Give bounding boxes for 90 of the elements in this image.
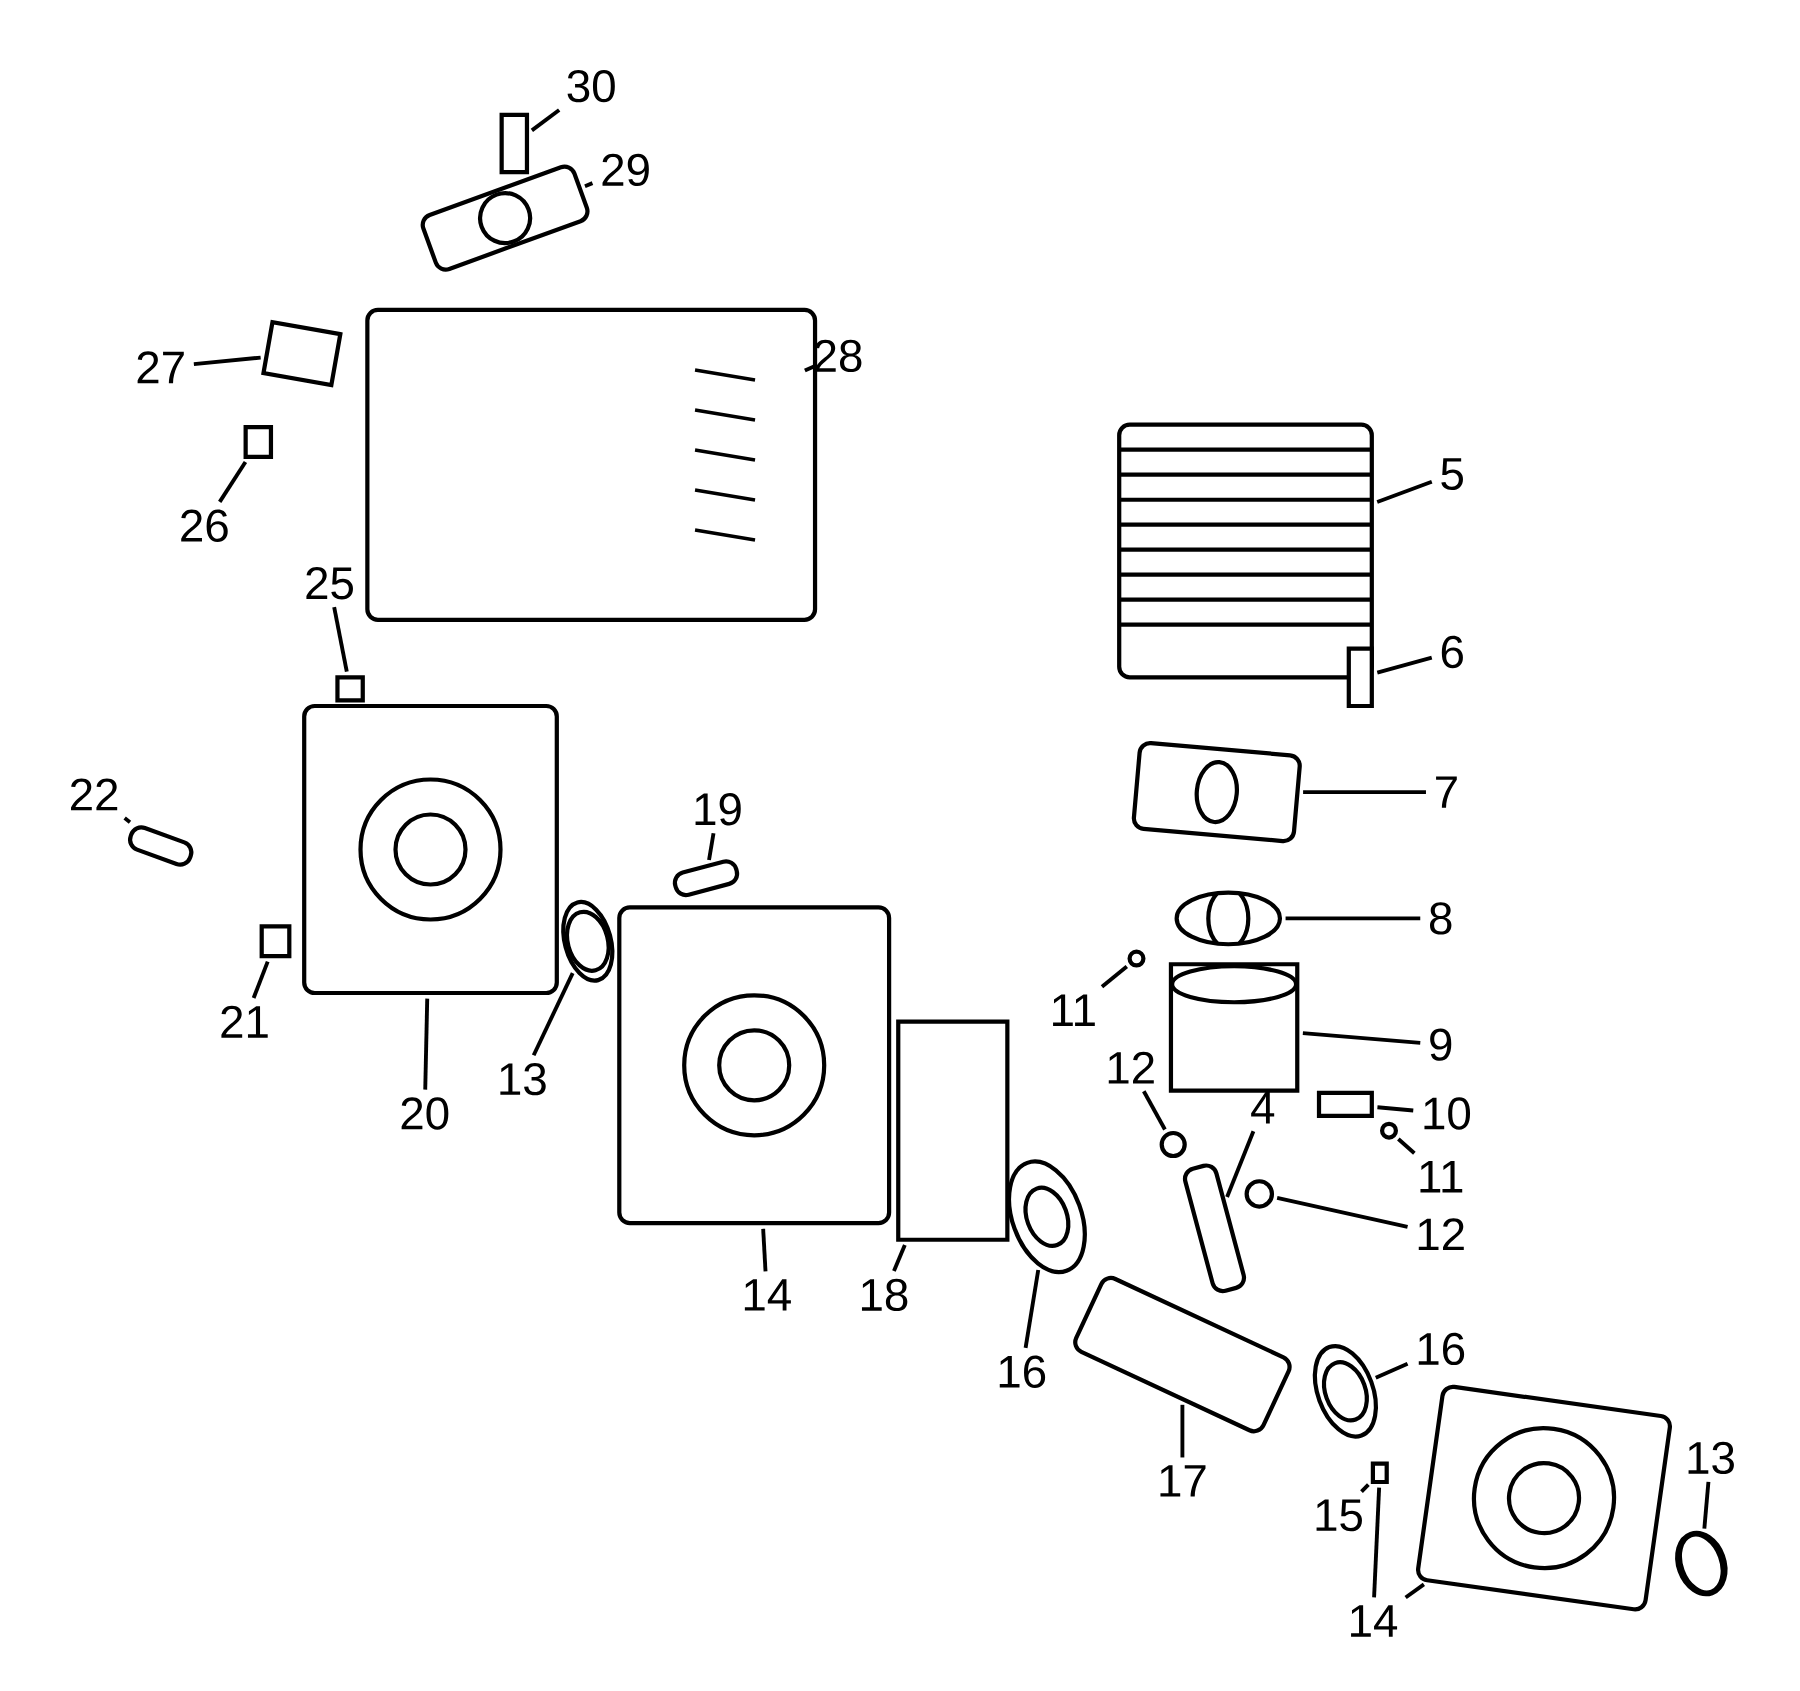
leader-line <box>423 998 430 1090</box>
piston-pin-drawing <box>1316 1090 1374 1118</box>
leader-line <box>123 816 132 824</box>
screw-drawing <box>259 924 292 959</box>
callout-number: 10 <box>1424 1097 1471 1130</box>
bolt-drawing <box>128 825 194 867</box>
callout-number: 21 <box>221 1005 268 1038</box>
leader-line <box>804 364 815 373</box>
leader-line <box>761 1228 768 1272</box>
seal-drawing <box>1675 1530 1728 1597</box>
leader-line <box>1404 1582 1426 1600</box>
leader-line <box>531 972 575 1057</box>
callout-number: 4 <box>1251 1092 1275 1124</box>
leader-line <box>1302 1031 1421 1045</box>
callout-number: 12 <box>1418 1218 1464 1251</box>
leader-line <box>1276 1195 1408 1229</box>
callout-number: 6 <box>1441 635 1463 669</box>
callout-number: 11 <box>1420 1161 1463 1193</box>
callout-number: 9 <box>1430 1028 1452 1061</box>
clip-drawing <box>1380 1121 1398 1140</box>
callout-number: 27 <box>137 351 184 384</box>
engine-shroud-drawing <box>365 307 818 622</box>
connecting-rod-drawing <box>1182 1163 1247 1294</box>
leader-line <box>1372 1487 1382 1598</box>
callout-number: 19 <box>695 793 741 826</box>
leader-line <box>218 460 248 503</box>
callout-number: 30 <box>567 69 615 103</box>
leader-line <box>1702 1481 1711 1529</box>
callout-number: 12 <box>1108 1051 1154 1084</box>
window-drawing <box>261 319 343 388</box>
callout-number: 16 <box>999 1355 1046 1388</box>
leader-line <box>1285 916 1421 921</box>
leader-line <box>1180 1404 1185 1458</box>
leader-line <box>1023 1269 1041 1349</box>
callout-number: 28 <box>814 339 862 373</box>
leader-line <box>1100 964 1129 989</box>
leader-line <box>707 832 716 861</box>
leader-line <box>1397 1137 1416 1155</box>
leader-line <box>193 355 261 366</box>
crankshaft-drawing <box>1073 1275 1292 1434</box>
callout-number: 17 <box>1160 1465 1206 1497</box>
ball-bearing-drawing <box>1312 1344 1378 1439</box>
screw-drawing <box>243 425 274 460</box>
leader-line <box>1303 790 1426 795</box>
crankcase-drawing <box>1416 1384 1672 1612</box>
leader-line <box>1360 1483 1370 1493</box>
callout-number: 13 <box>500 1062 546 1096</box>
leader-line <box>584 181 594 188</box>
piston-drawing <box>1168 962 1300 1093</box>
callout-number: 7 <box>1436 776 1457 808</box>
callout-number: 8 <box>1430 902 1452 935</box>
callout-number: 5 <box>1441 458 1463 491</box>
gasket-drawing <box>896 1019 1010 1242</box>
callout-number: 11 <box>1053 994 1095 1026</box>
bearing-drawing <box>1244 1179 1275 1209</box>
cylinder-drawing <box>1117 422 1374 680</box>
clip-drawing <box>1127 949 1146 968</box>
callout-number: 14 <box>1351 1605 1398 1637</box>
crankcase-drawing <box>617 905 892 1226</box>
leader-line <box>251 960 270 999</box>
leader-line <box>1374 1361 1409 1380</box>
callout-number: 25 <box>306 567 353 600</box>
bolt-drawing <box>672 859 740 898</box>
callout-number: 14 <box>744 1279 791 1311</box>
callout-number: 13 <box>1688 1441 1734 1475</box>
callout-number: 26 <box>181 509 228 542</box>
leader-line <box>332 606 349 673</box>
leader-line <box>892 1244 907 1272</box>
seal-drawing <box>561 899 615 983</box>
callout-number: 15 <box>1316 1499 1362 1532</box>
callout-number: 29 <box>602 153 649 187</box>
callout-number: 20 <box>401 1097 449 1130</box>
bolt-drawing <box>499 112 530 175</box>
leader-line <box>530 108 561 132</box>
pin-drawing <box>1370 1461 1389 1485</box>
callout-number: 16 <box>1418 1332 1465 1366</box>
callout-number: 18 <box>861 1278 908 1312</box>
fan-housing-drawing <box>302 703 559 996</box>
leader-line <box>1377 1105 1414 1113</box>
callout-number: 22 <box>71 778 118 811</box>
leader-line <box>1142 1090 1167 1131</box>
leader-line <box>1376 655 1433 675</box>
piston-ring-drawing <box>1174 890 1283 947</box>
block-drawing <box>335 675 365 703</box>
cover-plate-drawing <box>420 164 590 272</box>
gasket-drawing <box>1131 741 1302 844</box>
bolt-drawing <box>1346 646 1374 709</box>
ball-bearing-drawing <box>1006 1159 1087 1275</box>
bearing-drawing <box>1159 1130 1187 1159</box>
leader-line <box>1376 479 1433 504</box>
